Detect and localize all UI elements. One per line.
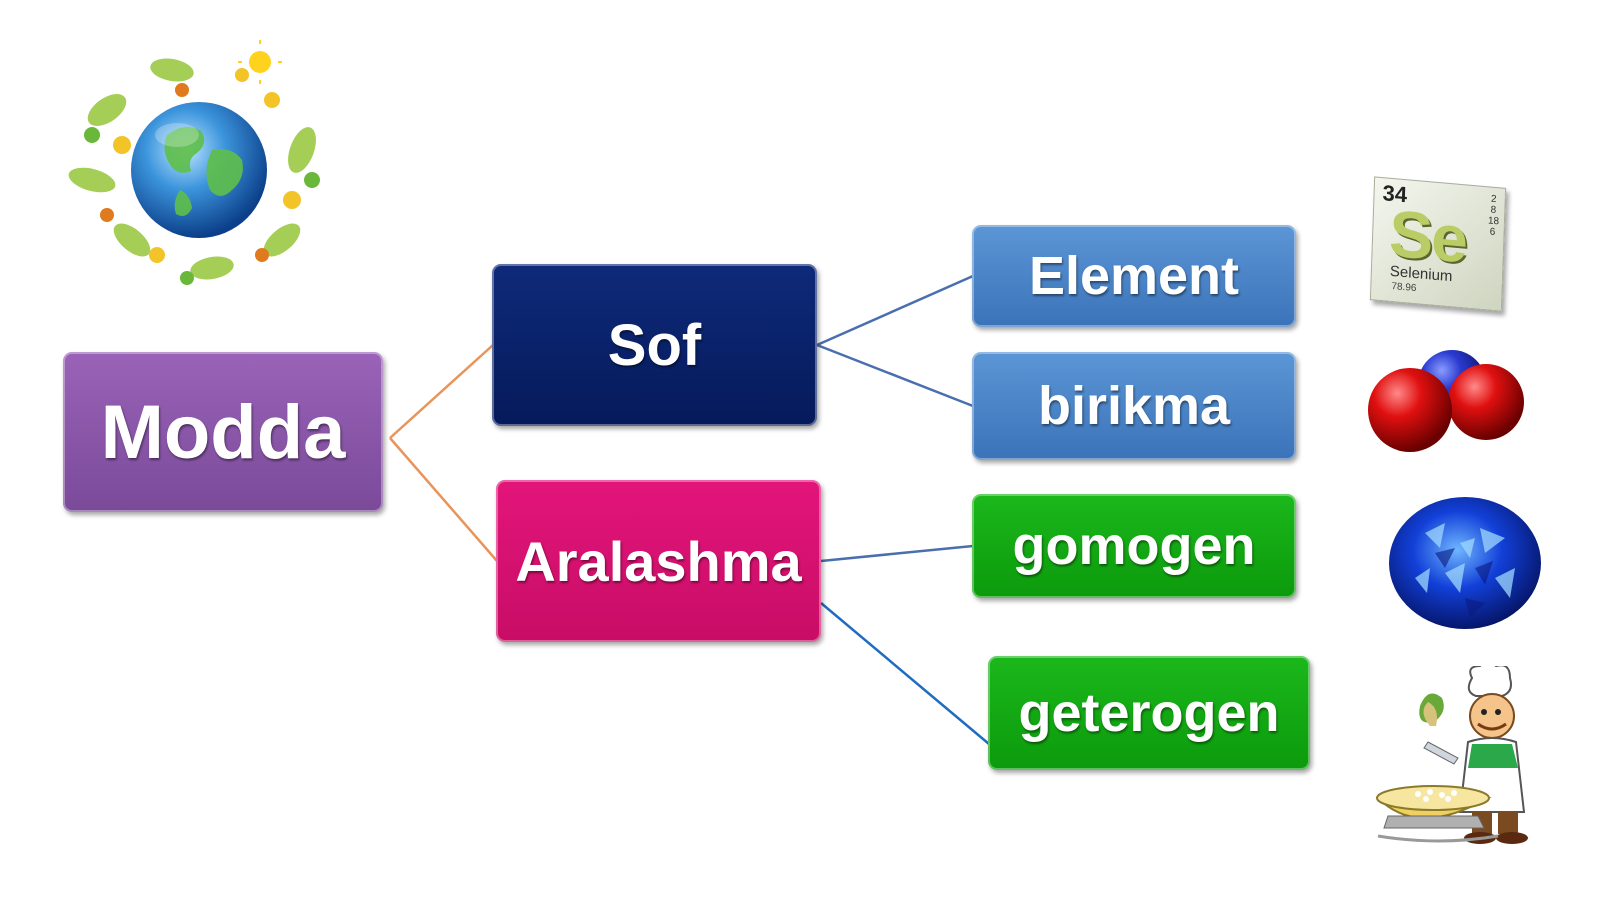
node-modda-label: Modda	[100, 389, 346, 475]
node-geterogen: geterogen	[988, 656, 1310, 770]
node-sof: Sof	[492, 264, 817, 426]
node-aralashma: Aralashma	[496, 480, 821, 642]
chef-cooking-icon	[1375, 666, 1528, 844]
edge-aralashma-geterogen	[820, 602, 990, 745]
edge-modda-sof	[389, 344, 494, 439]
se-mass: 78.96	[1391, 280, 1417, 295]
node-birikma: birikma	[972, 352, 1296, 460]
edge-aralashma-gomogen	[820, 544, 974, 563]
molecule-icon	[1368, 350, 1524, 452]
node-modda: Modda	[63, 352, 383, 512]
node-sof-label: Sof	[607, 312, 702, 378]
node-element-label: Element	[1028, 246, 1240, 306]
edge-sof-birikma	[816, 343, 974, 408]
sapphire-gem-icon	[1389, 497, 1541, 629]
node-birikma-label: birikma	[1037, 376, 1231, 436]
node-geterogen-label: geterogen	[1018, 683, 1280, 743]
node-gomogen: gomogen	[972, 494, 1296, 598]
node-gomogen-label: gomogen	[1012, 516, 1256, 576]
edge-sof-element	[816, 274, 974, 347]
node-element: Element	[972, 225, 1296, 327]
node-aralashma-label: Aralashma	[515, 529, 802, 593]
edge-modda-aralashma	[389, 437, 498, 562]
earth-globe-icon	[68, 40, 320, 285]
